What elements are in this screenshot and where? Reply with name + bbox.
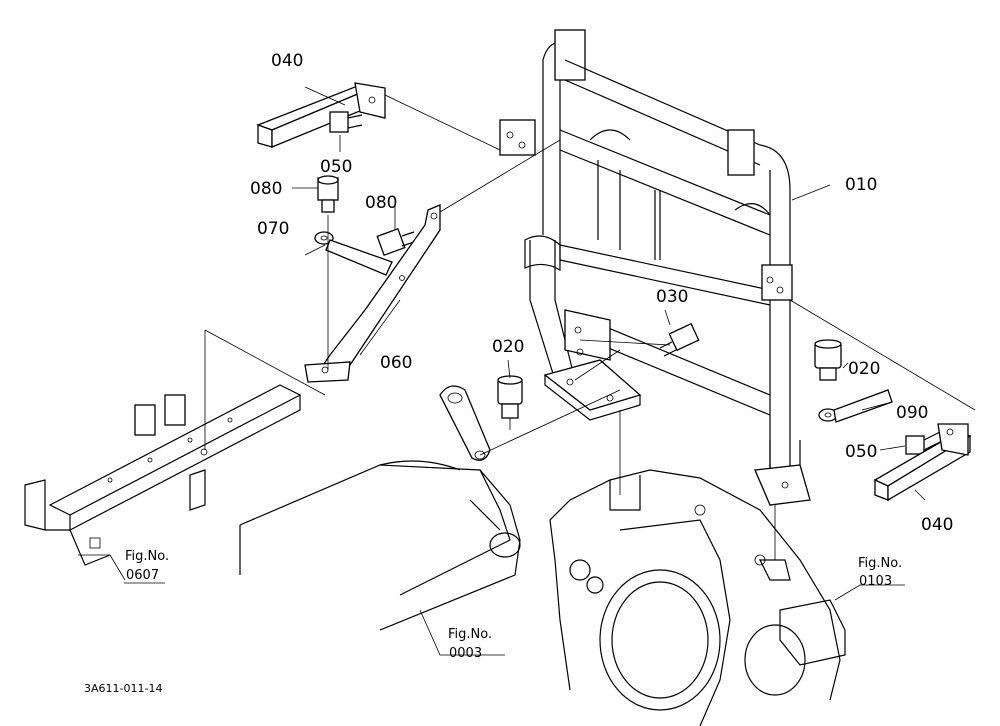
callout-030: 030 <box>656 287 688 307</box>
frame-010 <box>499 29 811 506</box>
fig-ref-0607: 0607 <box>126 568 159 583</box>
bolt-020-right <box>814 339 842 381</box>
fig-ref-0103: 0103 <box>859 574 892 589</box>
callout-080-right: 080 <box>365 193 397 213</box>
drawing-code: 3A611-011-14 <box>84 682 162 695</box>
callout-010: 010 <box>845 175 877 195</box>
lifting-link <box>439 385 491 461</box>
callout-040-lower: 040 <box>921 515 953 535</box>
bracket-040-lower <box>873 423 972 502</box>
callout-070: 070 <box>257 219 289 239</box>
bolt-050-upper <box>329 111 363 133</box>
washer-090 <box>818 389 893 423</box>
callout-020-left: 020 <box>492 337 524 357</box>
stay-060 <box>304 204 441 383</box>
fig-ref-label-0103: Fig.No. <box>858 556 902 571</box>
leader-lines <box>78 86 976 656</box>
callout-050-lower: 050 <box>845 442 877 462</box>
callout-090: 090 <box>896 403 928 423</box>
callout-050-upper: 050 <box>320 157 352 177</box>
callout-040-upper: 040 <box>271 51 303 71</box>
callout-020-right: 020 <box>848 359 880 379</box>
bolt-050-lower <box>905 431 941 455</box>
side-rail-0607 <box>24 384 302 566</box>
bracket-040-upper <box>256 82 386 148</box>
fig-ref-0003: 0003 <box>449 646 482 661</box>
engine-block-0003 <box>239 460 521 631</box>
fig-ref-label-0607: Fig.No. <box>125 549 169 564</box>
fig-ref-label-0003: Fig.No. <box>448 627 492 642</box>
flywheel-housing-0103 <box>549 469 846 726</box>
washer-070 <box>314 231 393 276</box>
callout-080-left: 080 <box>250 179 282 199</box>
bolt-080-left <box>317 175 339 213</box>
bolt-020-left <box>497 375 523 419</box>
callout-060: 060 <box>380 353 412 373</box>
